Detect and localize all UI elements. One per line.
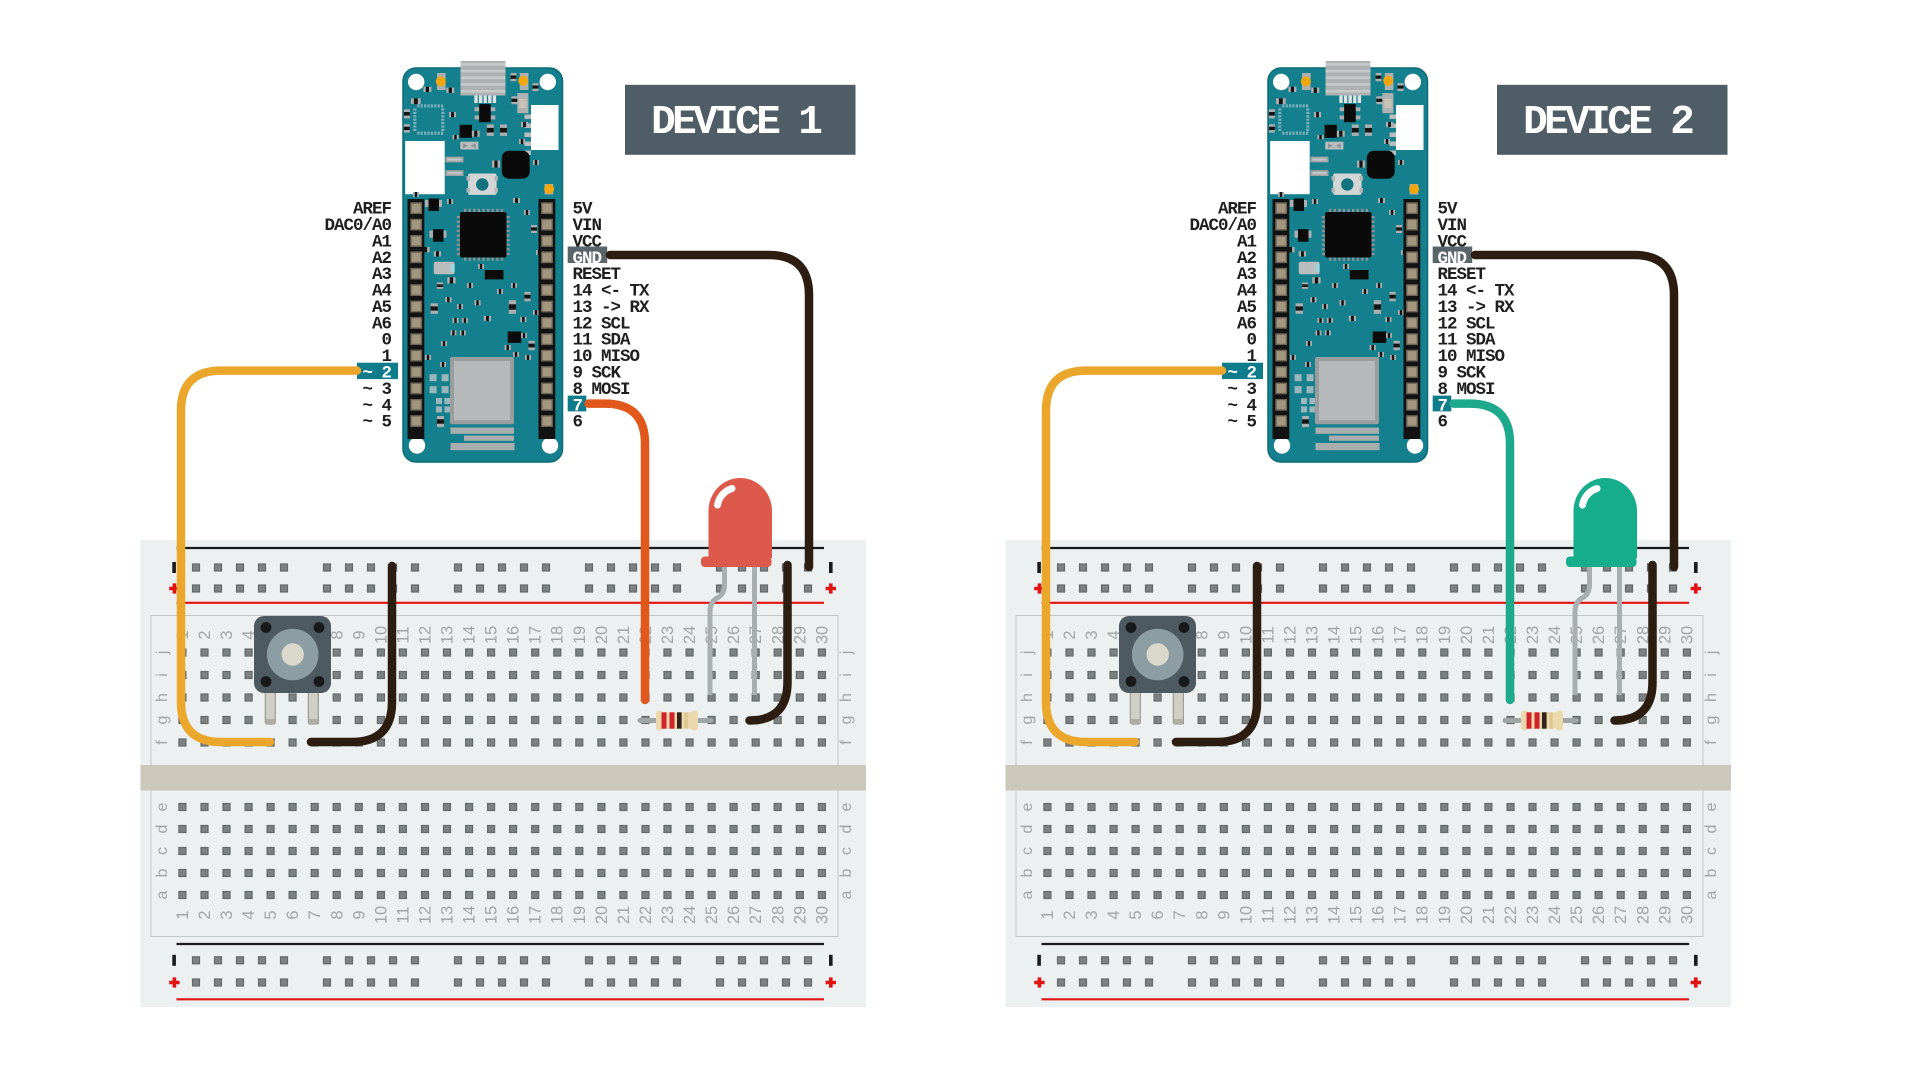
svg-text:DEVICE 2: DEVICE 2 bbox=[1523, 100, 1693, 146]
svg-text:DEVICE 1: DEVICE 1 bbox=[651, 100, 821, 146]
